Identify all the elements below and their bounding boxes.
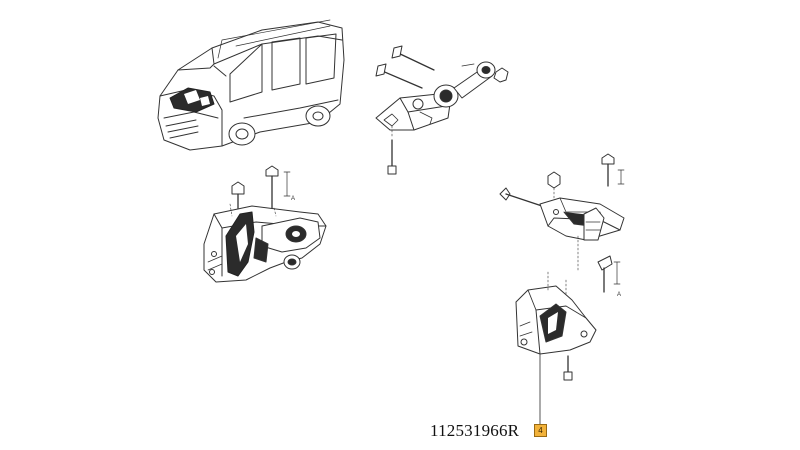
engine-mount-assembly: A (203, 165, 327, 283)
van-illustration (157, 19, 345, 151)
part-callout-marker[interactable]: 4 (534, 424, 547, 437)
engine-mount-dimension-label: A (291, 196, 295, 202)
part-number-label: 112531966R (430, 421, 520, 440)
gearbox-mount-dimension-label: A (617, 292, 621, 298)
torque-rod-assembly (375, 45, 509, 175)
gearbox-mount-assembly: A (499, 153, 625, 425)
